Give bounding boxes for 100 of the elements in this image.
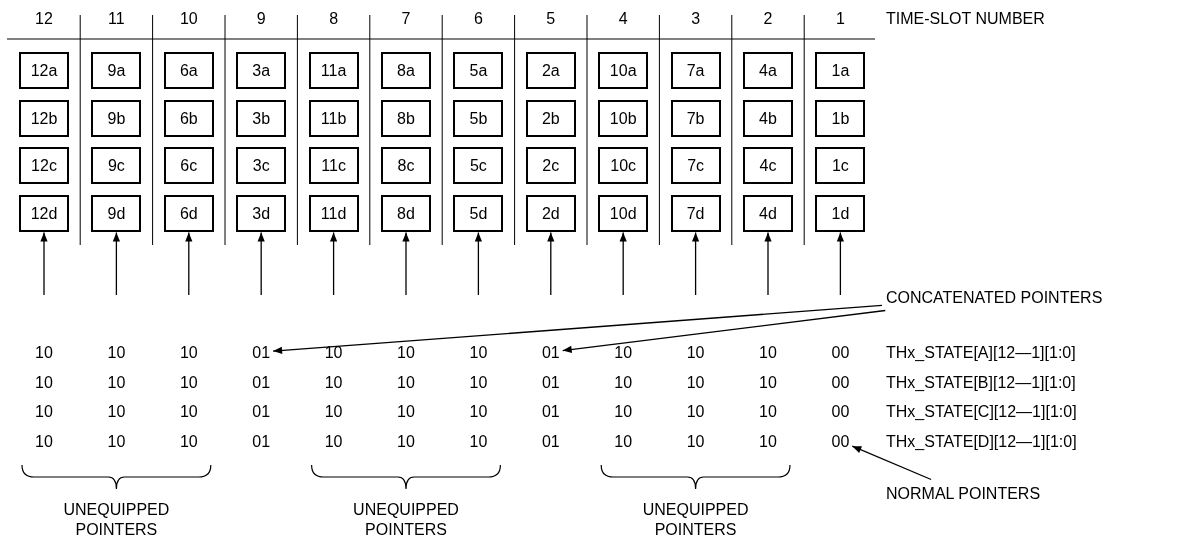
arrow — [764, 231, 772, 296]
pointer-value: 10 — [324, 431, 343, 451]
column-number: 9 — [256, 8, 266, 28]
pointer-value: 10 — [324, 342, 343, 362]
pointer-value: 10 — [397, 372, 415, 392]
leader-line — [851, 445, 932, 481]
pointer-value: 10 — [759, 342, 777, 362]
slot-box: 3c — [236, 147, 287, 184]
slot-box: 4a — [743, 52, 793, 89]
slot-box: 4b — [743, 99, 793, 137]
column-number: 10 — [179, 8, 198, 28]
callout-text: CONCATENATED POINTERS — [886, 287, 1103, 307]
group-label: UNEQUIPPED POINTERS — [641, 500, 750, 540]
column-number: 2 — [763, 8, 773, 28]
slot-box: 2a — [525, 52, 576, 89]
leader-line — [272, 304, 883, 354]
arrow — [547, 231, 555, 296]
callout-text: NORMAL POINTERS — [886, 483, 1041, 503]
pointer-value: 10 — [686, 431, 705, 451]
row-label: THx_STATE[C][12—1][1:0] — [886, 401, 1077, 421]
arrow — [692, 231, 700, 296]
pointer-value: 10 — [686, 342, 705, 362]
slot-box: 8c — [381, 147, 431, 184]
pointer-value: 01 — [252, 431, 271, 451]
slot-box: 1a — [815, 52, 866, 89]
pointer-value: 10 — [469, 372, 488, 392]
column-number: 12 — [35, 8, 53, 28]
slot-box: 2c — [525, 147, 576, 184]
slot-box: 8a — [381, 52, 431, 89]
slot-box: 3b — [236, 99, 287, 137]
slot-box: 2d — [525, 194, 576, 232]
pointer-value: 01 — [252, 342, 271, 362]
slot-box: 1b — [815, 99, 866, 137]
slot-box: 6a — [163, 52, 214, 89]
slot-box: 2b — [525, 99, 576, 137]
group-label: UNEQUIPPED POINTERS — [62, 500, 171, 540]
slot-box: 11d — [308, 194, 359, 232]
pointer-value: 00 — [831, 431, 850, 451]
pointer-value: 10 — [686, 401, 705, 421]
pointer-value: 01 — [541, 431, 560, 451]
slot-box: 12a — [19, 52, 69, 89]
arrow — [402, 231, 410, 296]
arrow — [619, 231, 627, 296]
pointer-value: 10 — [35, 431, 53, 451]
pointer-value: 10 — [759, 401, 777, 421]
slot-box: 5d — [453, 194, 504, 232]
pointer-value: 10 — [614, 372, 633, 392]
pointer-value: 10 — [35, 372, 53, 392]
arrow — [257, 231, 265, 296]
slot-box: 7a — [670, 52, 721, 89]
slot-box: 6b — [163, 99, 214, 137]
arrow — [112, 231, 120, 296]
slot-box: 12d — [19, 194, 69, 232]
slot-box: 11b — [308, 99, 359, 137]
pointer-value: 10 — [397, 431, 415, 451]
slot-box: 9b — [91, 99, 142, 137]
pointer-value: 01 — [541, 401, 560, 421]
pointer-value: 00 — [831, 342, 850, 362]
slot-box: 7b — [670, 99, 721, 137]
pointer-value: 01 — [541, 342, 560, 362]
column-number: 3 — [691, 8, 701, 28]
pointer-value: 10 — [107, 431, 126, 451]
column-number: 6 — [473, 8, 483, 28]
pointer-value: 10 — [107, 401, 126, 421]
pointer-value: 10 — [614, 431, 633, 451]
slot-box: 4d — [743, 194, 793, 232]
pointer-value: 10 — [35, 401, 53, 421]
pointer-value: 10 — [179, 431, 198, 451]
slot-box: 7c — [670, 147, 721, 184]
axis-label: TIME-SLOT NUMBER — [886, 8, 1045, 28]
slot-box: 11c — [308, 147, 359, 184]
arrow — [185, 231, 193, 296]
pointer-value: 10 — [324, 401, 343, 421]
pointer-value: 10 — [397, 401, 415, 421]
slot-box: 3d — [236, 194, 287, 232]
column-number: 7 — [401, 8, 411, 28]
slot-box: 10a — [598, 52, 649, 89]
column-number: 8 — [329, 8, 339, 28]
arrow — [40, 231, 48, 296]
slot-box: 6d — [163, 194, 214, 232]
pointer-value: 10 — [179, 342, 198, 362]
slot-box: 1d — [815, 194, 866, 232]
row-label: THx_STATE[A][12—1][1:0] — [886, 342, 1076, 362]
slot-box: 10c — [598, 147, 649, 184]
pointer-value: 10 — [469, 431, 488, 451]
column-number: 5 — [546, 8, 556, 28]
pointer-value: 10 — [469, 342, 488, 362]
slot-box: 3a — [236, 52, 287, 89]
slot-box: 12c — [19, 147, 69, 184]
pointer-value: 10 — [324, 372, 343, 392]
pointer-value: 10 — [107, 372, 126, 392]
slot-box: 10d — [598, 194, 649, 232]
pointer-value: 00 — [831, 401, 850, 421]
slot-box: 5a — [453, 52, 504, 89]
pointer-value: 10 — [179, 372, 198, 392]
slot-box: 9c — [91, 147, 142, 184]
group-label: UNEQUIPPED POINTERS — [352, 500, 460, 540]
slot-box: 8d — [381, 194, 431, 232]
pointer-value: 00 — [831, 372, 850, 392]
slot-box: 1c — [815, 147, 866, 184]
